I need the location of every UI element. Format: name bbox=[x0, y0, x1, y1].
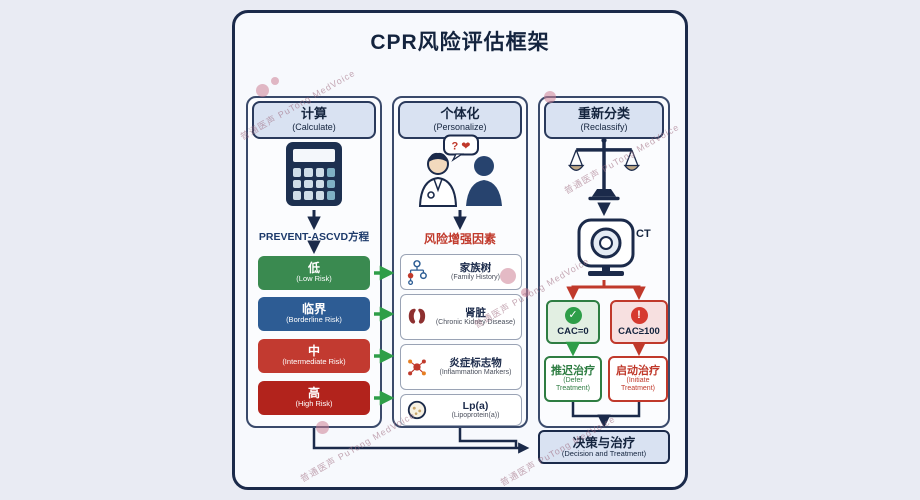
watermark-dot bbox=[500, 268, 516, 284]
calculator-screen bbox=[293, 149, 335, 162]
factor-kidney-zh: 肾脏 bbox=[465, 306, 486, 319]
risk-high-label-en: (High Risk) bbox=[295, 399, 333, 409]
header-calculate: 计算 (Calculate) bbox=[252, 101, 376, 139]
risk-high-label-zh: 高 bbox=[307, 386, 320, 401]
risk-box-borderline: 临界 (Borderline Risk) bbox=[258, 297, 370, 331]
risk-low-label-zh: 低 bbox=[307, 261, 320, 276]
header-personalize: 个体化 (Personalize) bbox=[398, 101, 522, 139]
defer-treatment-zh: 推迟治疗 bbox=[551, 364, 595, 377]
factor-kidney-en: (Chronic Kidney Disease) bbox=[435, 319, 516, 326]
cac-high-box: ! CAC≥100 bbox=[610, 300, 668, 344]
cac-high-label: CAC≥100 bbox=[618, 326, 660, 337]
watermark-dot bbox=[271, 77, 279, 85]
header-calculate-zh: 计算 bbox=[300, 106, 327, 122]
watermark-dot bbox=[316, 421, 329, 434]
factor-inflammation-zh: 炎症标志物 bbox=[449, 356, 502, 369]
inflammation-markers-icon bbox=[404, 355, 430, 379]
diagram-title: CPR风险评估框架 bbox=[370, 31, 550, 54]
risk-box-high: 高 (High Risk) bbox=[258, 381, 370, 415]
factor-lipoprotein-en: (Lipoprotein(a)) bbox=[451, 412, 500, 419]
initiate-treatment-en: (Initiate Treatment) bbox=[621, 377, 655, 393]
lipoprotein-icon bbox=[404, 399, 430, 421]
check-circle-icon: ✓ bbox=[564, 307, 582, 324]
risk-box-low: 低 (Low Risk) bbox=[258, 256, 370, 290]
header-reclassify-en: (Reclassify) bbox=[580, 122, 628, 133]
risk-borderline-label-en: (Borderline Risk) bbox=[286, 315, 342, 325]
calculator-keys bbox=[293, 168, 335, 200]
factor-family-history-en: (Family History) bbox=[451, 274, 500, 281]
factor-box-kidney: 肾脏 (Chronic Kidney Disease) bbox=[400, 294, 522, 340]
doctor-patient-icon: ? ❤ bbox=[418, 134, 502, 207]
defer-treatment-box: 推迟治疗 (Defer Treatment) bbox=[544, 356, 602, 402]
factor-inflammation-en: (Inflammation Markers) bbox=[439, 369, 512, 376]
cac-zero-label: CAC=0 bbox=[557, 326, 589, 337]
prevent-ascvd-equation-label: PREVENT-ASCVD方程 bbox=[258, 231, 370, 243]
risk-box-intermediate: 中 (Intermediate Risk) bbox=[258, 339, 370, 373]
risk-borderline-label-zh: 临界 bbox=[301, 302, 326, 317]
header-personalize-en: (Personalize) bbox=[433, 122, 487, 133]
initiate-treatment-box: 启动治疗 (Initiate Treatment) bbox=[608, 356, 668, 402]
watermark-dot bbox=[256, 84, 269, 97]
factor-family-history-zh: 家族树 bbox=[459, 261, 492, 274]
decision-treatment-box: 决策与治疗 (Decision and Treatment) bbox=[538, 430, 670, 464]
header-personalize-zh: 个体化 bbox=[440, 106, 480, 122]
alert-circle-icon: ! bbox=[630, 307, 648, 324]
ct-label: CT bbox=[636, 228, 651, 240]
ct-scanner-icon bbox=[577, 218, 635, 276]
kidney-icon bbox=[404, 305, 430, 329]
factor-box-inflammation: 炎症标志物 (Inflammation Markers) bbox=[400, 344, 522, 390]
header-reclassify: 重新分类 (Reclassify) bbox=[544, 101, 664, 139]
decision-treatment-en: (Decision and Treatment) bbox=[561, 448, 647, 458]
family-tree-icon bbox=[404, 259, 430, 285]
cac-zero-box: ✓ CAC=0 bbox=[546, 300, 600, 344]
calculator-icon bbox=[286, 142, 342, 206]
risk-intermediate-label-zh: 中 bbox=[307, 344, 320, 359]
risk-enhancing-factors-title: 风险增强因素 bbox=[423, 232, 496, 246]
balance-scale-icon bbox=[568, 137, 640, 201]
factor-box-lipoprotein: Lp(a) (Lipoprotein(a)) bbox=[400, 394, 522, 426]
header-reclassify-zh: 重新分类 bbox=[577, 106, 630, 122]
initiate-treatment-zh: 启动治疗 bbox=[616, 364, 660, 377]
question-heart-bubble: ? ❤ bbox=[452, 141, 471, 153]
factor-lipoprotein-zh: Lp(a) bbox=[462, 399, 489, 412]
decision-treatment-zh: 决策与治疗 bbox=[572, 435, 636, 450]
risk-intermediate-label-en: (Intermediate Risk) bbox=[282, 357, 346, 367]
watermark-dot bbox=[521, 288, 530, 297]
watermark-dot bbox=[544, 91, 556, 103]
header-calculate-en: (Calculate) bbox=[292, 122, 336, 133]
risk-low-label-en: (Low Risk) bbox=[296, 274, 332, 284]
defer-treatment-en: (Defer Treatment) bbox=[556, 377, 590, 393]
